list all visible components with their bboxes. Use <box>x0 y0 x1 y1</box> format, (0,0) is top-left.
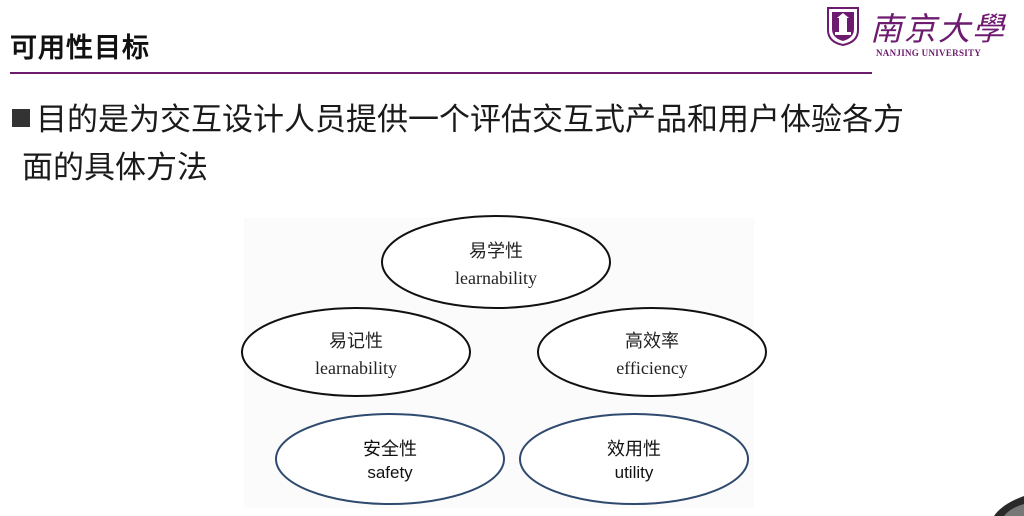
square-bullet-icon <box>12 109 30 127</box>
node-en-label: learnability <box>315 358 397 378</box>
node-en-label: utility <box>615 463 654 482</box>
university-logo: 南京大學 NANJING UNIVERSITY <box>826 2 1016 62</box>
node-en-label: efficiency <box>616 358 688 378</box>
node-learnability: 易学性 learnability <box>381 215 611 309</box>
node-ellipse <box>519 413 749 505</box>
node-ellipse <box>537 307 767 397</box>
bullet-line-1: 目的是为交互设计人员提供一个评估交互式产品和用户体验各方 <box>12 96 1012 144</box>
logo-chinese-wordmark: 南京大學 <box>870 10 1007 48</box>
node-ellipse <box>241 307 471 397</box>
university-seal-icon <box>827 7 859 46</box>
node-en-label: safety <box>367 463 413 482</box>
node-safety: 安全性 safety <box>275 413 505 505</box>
node-zh-label: 易学性 <box>469 241 523 262</box>
bullet-paragraph: 目的是为交互设计人员提供一个评估交互式产品和用户体验各方 面的具体方法 <box>12 96 1012 192</box>
bullet-text-2: 面的具体方法 <box>22 150 208 186</box>
corner-decoration-icon <box>994 496 1024 516</box>
bullet-text-1: 目的是为交互设计人员提供一个评估交互式产品和用户体验各方 <box>36 102 904 138</box>
node-efficiency: 高效率 efficiency <box>537 307 767 397</box>
slide-title: 可用性目标 <box>10 33 150 64</box>
title-divider <box>10 72 872 74</box>
node-memorability: 易记性 learnability <box>241 307 471 397</box>
node-zh-label: 效用性 <box>607 439 661 460</box>
logo-english-wordmark: NANJING UNIVERSITY <box>876 48 982 58</box>
node-utility: 效用性 utility <box>519 413 749 505</box>
node-ellipse <box>381 215 611 309</box>
bullet-line-2: 面的具体方法 <box>12 144 1012 192</box>
node-en-label: learnability <box>455 268 537 288</box>
node-zh-label: 易记性 <box>329 331 383 352</box>
node-zh-label: 安全性 <box>363 439 417 460</box>
node-ellipse <box>275 413 505 505</box>
node-zh-label: 高效率 <box>625 331 679 352</box>
